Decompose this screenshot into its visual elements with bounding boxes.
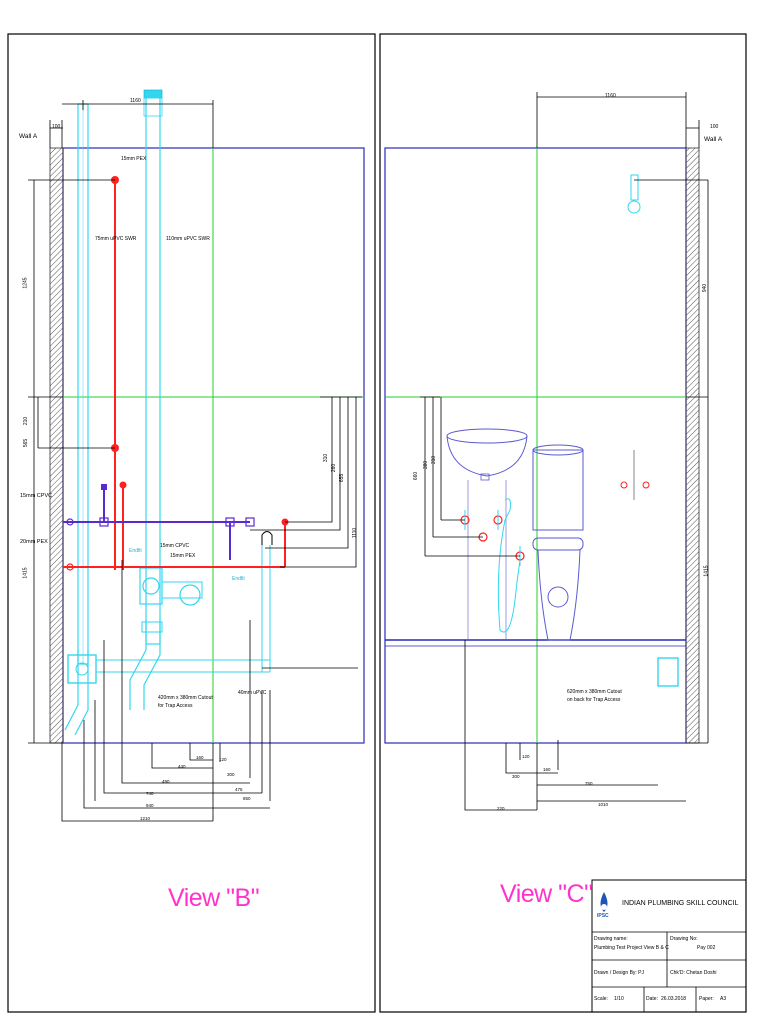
drawing-name-label: Drawing name: [594,936,628,942]
view-c-right-dim-2: 1415 [703,565,710,577]
view-c-cutout: 620mm x 380mm Cutout [567,689,622,695]
view-c-bottom-dim-3: 160 [543,767,551,772]
view-b-bottom-dim-6: 475 [235,787,243,792]
view-b-bottom-dim-5: 490 [162,779,170,784]
date-value: 26.03.2018 [661,996,687,1002]
view-c-left-dim-3: 310 [431,455,438,465]
drawing-no-value: Pay 002 [697,945,716,951]
view-b-top-dim-left: 100 [52,124,61,130]
swr110-stack [145,93,161,645]
view-b-left-dim-3: 565 [23,438,30,448]
drawn-by: Drawn / Design By: PJ [594,970,645,976]
view-b-left-dim-2: 210 [23,416,30,426]
view-b-bottom-dim-2: 120 [219,757,227,762]
label-upvc40: 40mm uPVC [238,690,267,696]
view-b-bottom-dim-9: 940 [146,803,154,808]
label-endfit-2: Endfit [232,576,245,582]
view-c-top-dim: 1160 [605,93,616,99]
view-c-wall-label: Wall A [704,136,723,143]
view-c-room [384,147,687,744]
drawing-no-label: Drawing No: [670,936,698,942]
view-b-right-dim-2: 260 [331,463,338,473]
view-c-bottom-dim-2: 300 [512,774,520,779]
label-swr75: 75mm uPVC SWR [95,236,137,242]
view-c-bottom-dim-5: 220 [497,806,505,811]
view-c [384,92,709,811]
date-label: Date: [646,996,658,1002]
ipsc-logo-text: IPSC [597,913,609,919]
view-b-wall-label: Wall A [19,133,38,140]
checked-by: Chk'D: Chetan Doshi [670,970,717,976]
scale-label: Scale: [594,996,608,1002]
view-b-right-dim-3: 655 [339,473,346,483]
view-b-bottom-dim-4: 300 [227,772,235,777]
view-c-title: View "C" [500,880,593,908]
label-cutout: 420mm x 380mm Cutout [158,695,213,701]
swr75-trap [67,654,97,684]
view-b-bottom-dim-7: 740 [146,791,154,796]
view-c-cutout-2: on back for Trap Access [567,697,621,703]
view-b-bottom-dim-3: 440 [178,764,186,769]
view-c-wall-hatch [685,147,700,744]
view-c-bottom-dim-4: 750 [585,781,593,786]
paper-value: A3 [720,996,727,1002]
view-c-bottom-dim-1: 120 [522,754,530,759]
label-cpvc15: 15mm CPVC [160,543,190,549]
view-b-top-dim: 1160 [130,98,141,104]
org-name: INDIAN PLUMBING SKILL COUNCIL [622,900,739,907]
view-c-left-dim-1: 660 [413,471,420,481]
frame-left [7,33,376,1013]
view-b-bottom-dim-1: 160 [196,755,204,760]
scale-value: 1/10 [614,996,624,1002]
label-pex20-left: 20mm PEX [20,539,48,545]
view-b-bottom-dim-8: 850 [243,796,251,801]
label-swr110: 110mm uPVC SWR [166,236,210,242]
paper-label: Paper: [699,996,714,1002]
title-block [591,879,747,1013]
label-endfit-1: Endfit [129,548,142,554]
label-pex15: 15mm PEX [121,156,147,162]
view-b-bottom-dim-10: 1210 [140,816,151,821]
frame-right [379,33,747,1013]
label-cpvc15-left: 15mm CPVC [20,493,53,499]
view-b [28,89,365,822]
view-c-top-dim-right: 100 [710,124,719,130]
view-c-bottom-dim-6: 1010 [598,802,609,807]
view-b-title: View "B" [168,884,260,912]
label-pex15b: 15mm PEX [170,553,196,559]
view-b-left-dim-4: 1415 [22,567,29,579]
view-b-left-dim-1: 1245 [22,277,29,289]
view-c-right-dim-1: 940 [702,283,709,293]
view-b-right-dim-1: 310 [323,453,330,463]
view-b-right-dim-4: 1110 [352,527,359,539]
label-cutout-2: for Trap Access [158,703,193,709]
view-b-wall-hatch [49,147,64,744]
drawing-name-value: Plumbing Test Project View B & C [594,945,669,951]
view-c-left-dim-2: 380 [423,460,430,470]
